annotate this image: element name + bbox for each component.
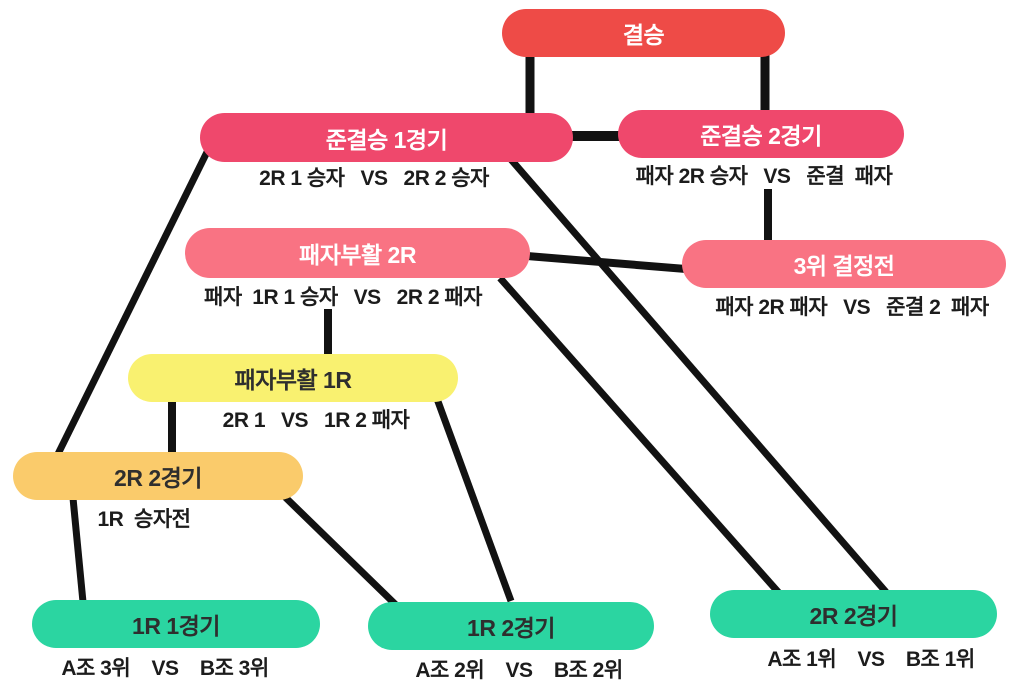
- node-third-place-subtitle: 패자 2R 패자 VS 준결 2 패자: [715, 296, 989, 319]
- node-final: 결승: [502, 9, 785, 57]
- node-round1-game1-subtitle: A조 3위 VS B조 3위: [61, 657, 269, 680]
- node-revival-2r-subtitle: 패자 1R 1 승자 VS 2R 2 패자: [204, 286, 483, 309]
- node-round2-game2-right-subtitle: A조 1위 VS B조 1위: [767, 648, 975, 671]
- node-revival-2r: 패자부활 2R: [185, 228, 530, 278]
- node-semifinal-1: 준결승 1경기: [200, 113, 573, 162]
- node-semifinal-1-subtitle: 2R 1 승자 VS 2R 2 승자: [259, 167, 489, 190]
- node-round2-game2-left-subtitle: 1R 승자전: [97, 508, 191, 531]
- connector-round2left-round1game2: [281, 493, 399, 608]
- node-semifinal-2-subtitle: 패자 2R 승자 VS 준결 패자: [635, 165, 893, 188]
- node-semifinal-2: 준결승 2경기: [618, 110, 904, 158]
- connector-semi1-round2left: [53, 146, 213, 458]
- connector-rev1r-round1game2: [432, 394, 515, 603]
- connector-rev2r-third: [526, 252, 687, 273]
- node-round1-game2: 1R 2경기: [368, 602, 654, 650]
- connector-round2left-round1game1: [69, 497, 87, 603]
- node-third-place: 3위 결정전: [682, 240, 1006, 288]
- node-round1-game1: 1R 1경기: [32, 600, 320, 648]
- connector-rev2r-round2right: [497, 275, 782, 596]
- connector-semi1-round2right: [505, 153, 889, 595]
- node-round1-game2-subtitle: A조 2위 VS B조 2위: [415, 659, 623, 682]
- node-round2-game2-right: 2R 2경기: [710, 590, 997, 638]
- node-revival-1r-subtitle: 2R 1 VS 1R 2 패자: [222, 409, 410, 432]
- node-round2-game2-left: 2R 2경기: [13, 452, 303, 500]
- node-revival-1r: 패자부활 1R: [128, 354, 458, 402]
